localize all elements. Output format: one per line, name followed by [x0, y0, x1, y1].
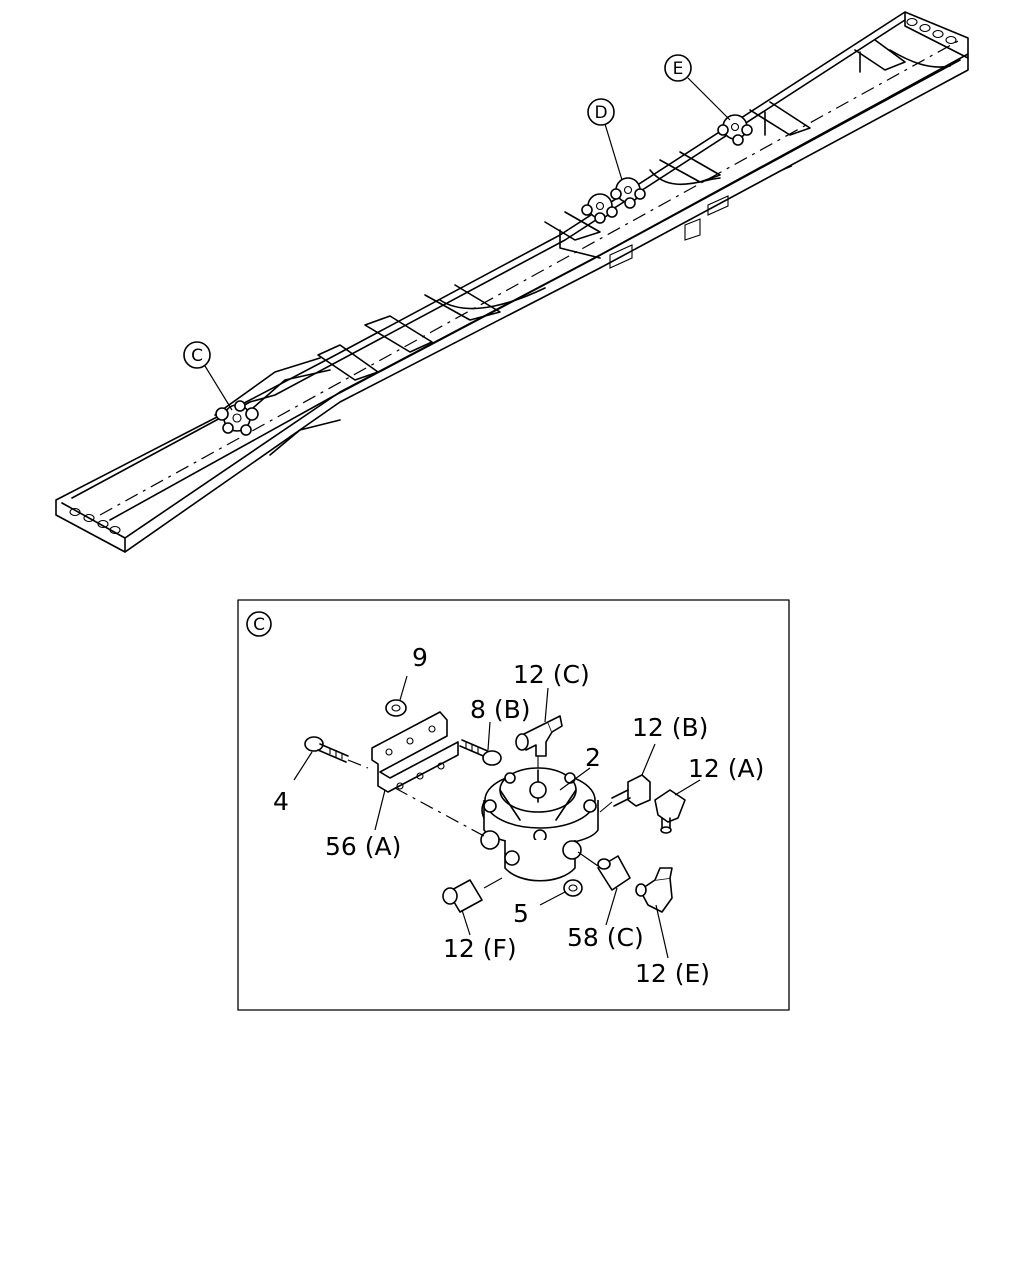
fitting-58c[interactable] — [577, 851, 631, 891]
frame-end-holes-rear — [906, 17, 957, 45]
label-58c: 58 (C) — [567, 923, 644, 952]
label-12e: 12 (E) — [635, 959, 710, 988]
frame-end-holes-front — [69, 507, 121, 535]
callout-e-top[interactable]: E — [664, 54, 692, 82]
callout-c-top[interactable]: C — [183, 341, 211, 369]
chassis-frame — [55, 11, 969, 553]
fitting-12c[interactable] — [515, 715, 563, 768]
label-5: 5 — [513, 899, 529, 928]
fitting-12b[interactable] — [599, 774, 651, 813]
label-2: 2 — [585, 743, 601, 772]
callout-c-top-label: C — [191, 346, 203, 366]
fitting-12a[interactable] — [654, 789, 686, 834]
detail-c-box — [237, 599, 790, 1011]
valve-cluster-e[interactable] — [717, 114, 753, 146]
label-9: 9 — [412, 643, 428, 672]
callout-d-top[interactable]: D — [587, 98, 615, 126]
label-12f: 12 (F) — [443, 934, 517, 963]
cross-members — [317, 39, 951, 381]
label-56a: 56 (A) — [325, 832, 401, 861]
relay-valve-2[interactable] — [480, 767, 599, 882]
callout-e-top-label: E — [673, 59, 684, 79]
fitting-12e[interactable] — [635, 867, 673, 913]
bolt-4[interactable] — [304, 736, 369, 769]
label-4: 4 — [273, 787, 289, 816]
nut-9[interactable] — [385, 699, 407, 717]
fitting-12f[interactable] — [442, 877, 503, 913]
valve-cluster-c[interactable] — [215, 400, 259, 436]
label-8b: 8 (B) — [470, 695, 531, 724]
label-12b: 12 (B) — [632, 713, 708, 742]
callout-d-top-label: D — [594, 103, 607, 123]
label-12a: 12 (A) — [688, 754, 764, 783]
label-12c: 12 (C) — [513, 660, 590, 689]
callout-detail-c[interactable]: C — [246, 611, 272, 637]
bolt-8b[interactable] — [459, 739, 502, 766]
callout-detail-c-label: C — [253, 615, 265, 635]
valve-cluster-d[interactable] — [581, 177, 646, 224]
bracket-56a[interactable] — [371, 711, 459, 793]
nut-5[interactable] — [563, 879, 583, 897]
